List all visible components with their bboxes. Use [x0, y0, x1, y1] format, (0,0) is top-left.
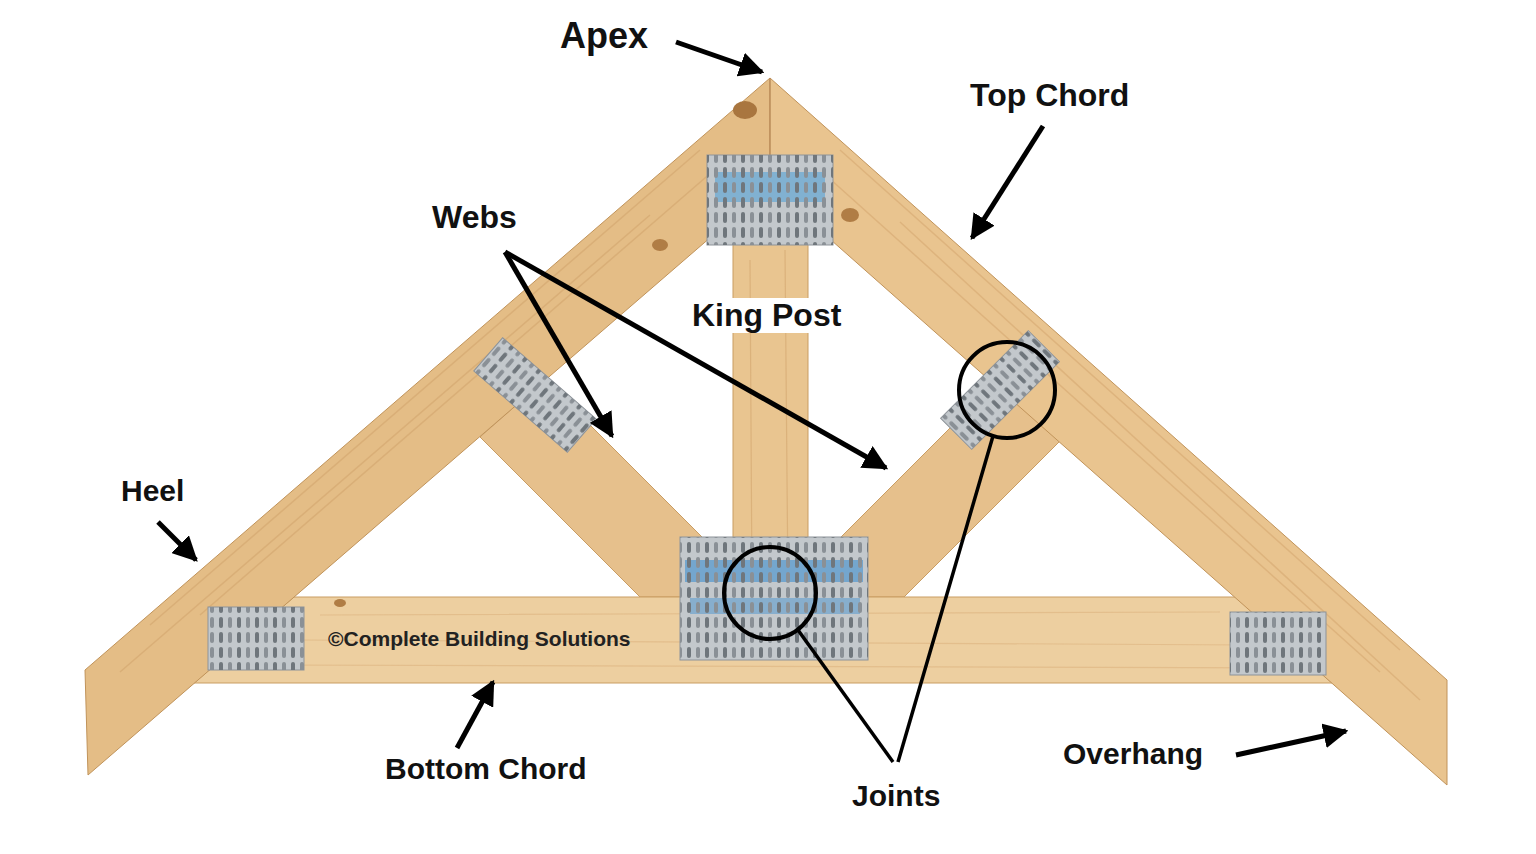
- leader-lines: [158, 42, 1346, 755]
- leader-arrow: [457, 682, 493, 748]
- leader-line: [798, 630, 893, 762]
- leader-arrow: [1236, 731, 1346, 755]
- plate: [680, 537, 868, 660]
- plate: [208, 607, 304, 670]
- plate-teeth: [1230, 612, 1326, 675]
- leader-arrow: [676, 42, 762, 72]
- wood-knot: [652, 239, 668, 251]
- part-label: Joints: [852, 779, 940, 812]
- part-label: Apex: [560, 16, 648, 56]
- part-label: King Post: [689, 298, 844, 333]
- leader-line: [898, 436, 993, 762]
- part-label: Top Chord: [970, 78, 1129, 113]
- left-top-chord: [85, 78, 770, 775]
- watermark: ©Complete Building Solutions: [328, 627, 630, 650]
- part-label: Heel: [121, 474, 184, 507]
- wood-knot: [334, 599, 346, 607]
- plate-teeth: [680, 537, 868, 660]
- part-label: Bottom Chord: [385, 752, 587, 785]
- part-label: Overhang: [1063, 737, 1203, 770]
- plate-teeth: [474, 338, 596, 453]
- leader-arrow: [972, 126, 1043, 238]
- part-label: Webs: [432, 200, 517, 235]
- plate: [1230, 612, 1326, 675]
- left-heel-plate: [208, 607, 304, 670]
- joint-circle: [724, 547, 816, 639]
- plate: [474, 338, 596, 453]
- right-web-plate: [941, 331, 1060, 450]
- right-heel-plate: [1230, 612, 1326, 675]
- apex-plate: [707, 155, 833, 245]
- plate-teeth: [941, 331, 1060, 450]
- wood-knot: [841, 208, 859, 222]
- wood-knot: [733, 101, 757, 119]
- leader-arrow: [158, 522, 196, 560]
- wood-grain: [120, 150, 720, 672]
- leader-arrow: [505, 252, 886, 468]
- wood-grain: [820, 150, 1420, 700]
- plate-teeth: [707, 155, 833, 245]
- plate: [941, 331, 1060, 450]
- left-web-plate: [474, 338, 596, 453]
- joint-leaders: [798, 436, 993, 762]
- right-top-chord: [770, 78, 1447, 785]
- center-plate: [680, 537, 868, 660]
- king-post: [733, 185, 808, 597]
- plate: [707, 155, 833, 245]
- plate-teeth: [208, 607, 304, 670]
- joint-circle: [959, 342, 1055, 438]
